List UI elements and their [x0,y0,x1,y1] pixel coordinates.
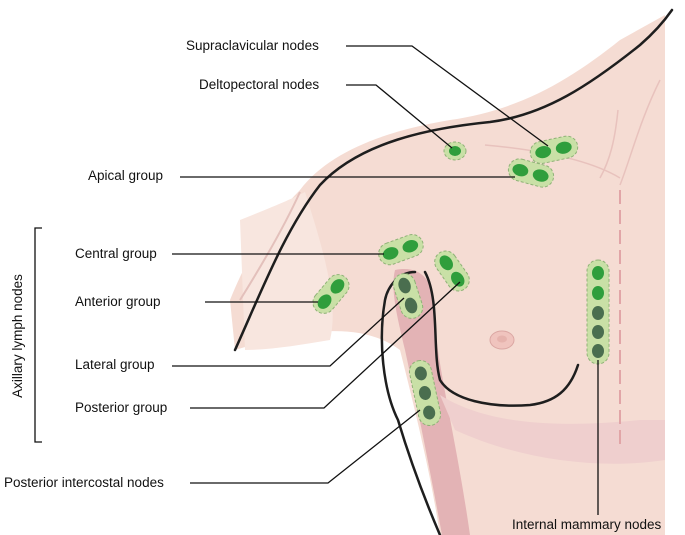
label-posterior-group: Posterior group [75,400,168,415]
supraclavicular-node-cluster [529,135,579,164]
label-anterior-group: Anterior group [75,294,161,309]
internal-mammary-node-cluster [586,259,610,365]
label-posterior-intercostal-nodes: Posterior intercostal nodes [4,475,164,490]
label-supraclavicular-nodes: Supraclavicular nodes [186,38,319,53]
leader-posterior-intercostal [190,409,421,484]
label-apical-group: Apical group [88,168,164,183]
arm-skin [240,192,333,350]
lateral-node-cluster [392,273,424,319]
leader-posterior [190,281,461,409]
arm-left-edge [239,191,301,301]
anterior-node-cluster [312,274,350,314]
axilla-outline [380,270,442,535]
posterior-intercostal-node-cluster [408,359,442,427]
posterior-node-cluster [434,250,470,292]
neck-line [619,79,661,186]
label-deltopectoral-nodes: Deltopectoral nodes [199,77,320,92]
leader-lateral [172,297,405,367]
leader-supraclavicular [346,45,549,147]
central-node-cluster [378,234,424,266]
label-central-group: Central group [75,246,157,261]
nipple-center [497,335,507,343]
axillary-bracket [34,227,42,443]
label-internal-mammary-nodes: Internal mammary nodes [512,517,662,532]
leader-lines [34,45,599,515]
label-lateral-group: Lateral group [75,357,155,372]
underbreast-shadow [440,395,665,464]
neck-line-2 [599,109,619,179]
leader-deltopectoral [346,84,453,149]
apical-node-cluster [507,158,555,188]
label-axillary-lymph-nodes: Axillary lymph nodes [10,274,25,398]
shoulder-outline [233,8,674,352]
breast-outline [423,270,580,407]
